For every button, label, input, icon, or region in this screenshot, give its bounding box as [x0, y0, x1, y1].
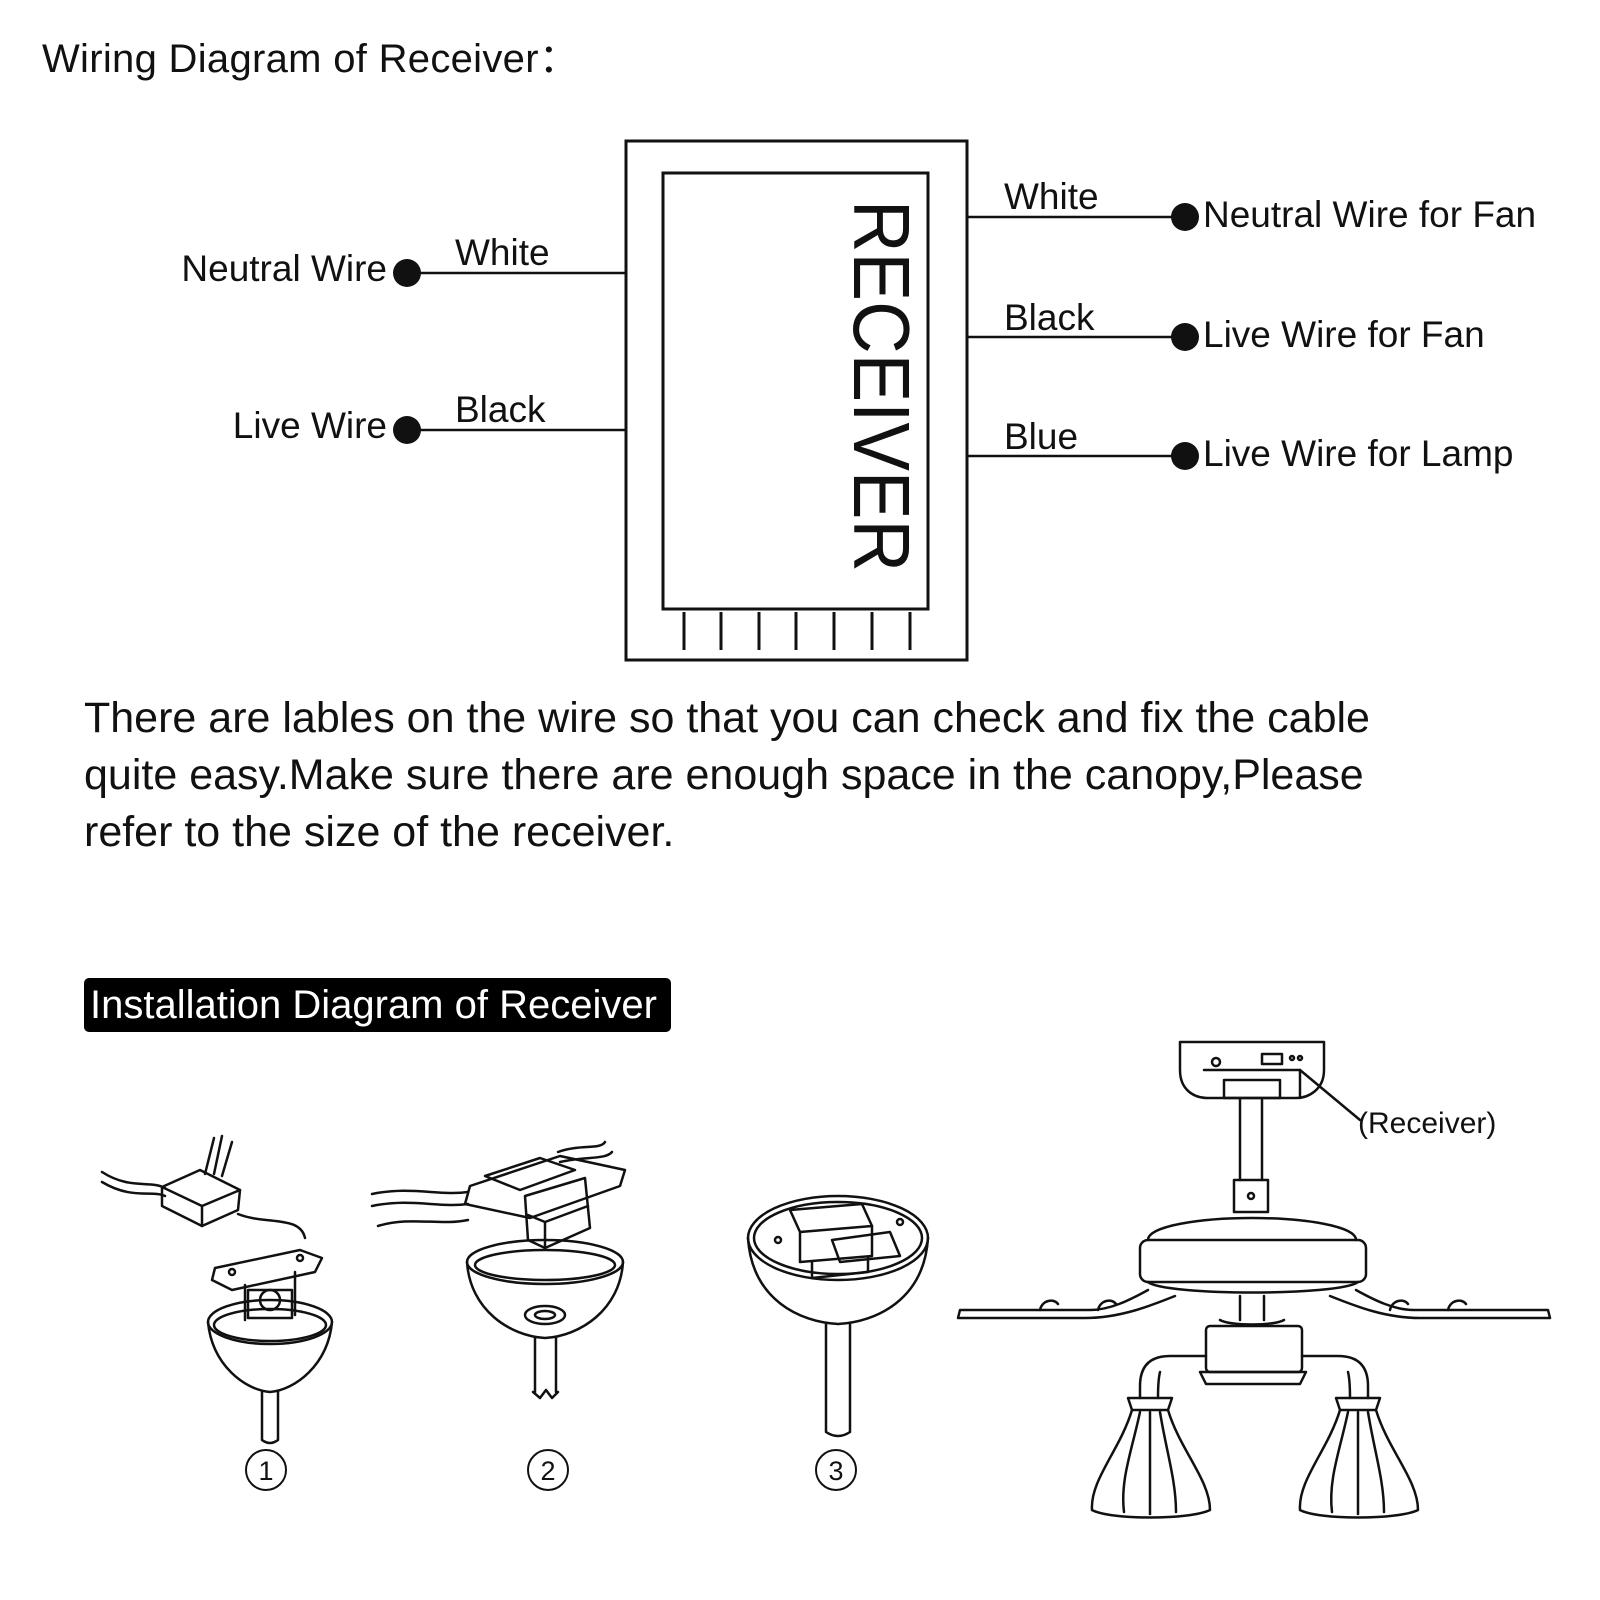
description-line: quite easy.Make sure there are enough sp…: [84, 751, 1364, 799]
description-line: There are lables on the wire so that you…: [84, 694, 1370, 742]
output-wire-color-label: White: [1004, 176, 1099, 217]
step-2-number: 2: [540, 1456, 555, 1486]
ceiling-fan-illustration: [956, 1040, 1552, 1519]
step-1-number: 1: [258, 1456, 273, 1486]
output-wire-live-lamp: Blue Live Wire for Lamp: [967, 416, 1514, 474]
output-wire-neutral-fan: White Neutral Wire for Fan: [967, 176, 1536, 235]
receiver-callout-label: (Receiver): [1358, 1107, 1496, 1140]
step-1-marker: [245, 1449, 287, 1491]
input-terminal-label: Neutral Wire: [181, 248, 387, 289]
wiring-diagram-title: Wiring Diagram of Receiver：: [42, 37, 580, 81]
output-terminal-label: Neutral Wire for Fan: [1203, 194, 1536, 235]
description-line: refer to the size of the receiver.: [84, 808, 675, 856]
terminal-dot: [393, 259, 421, 287]
input-wire-color-label: Black: [455, 389, 546, 430]
step-2-marker: [527, 1449, 569, 1491]
input-terminal-label: Live Wire: [233, 405, 387, 446]
receiver-label: RECEIVER: [837, 200, 926, 572]
output-wire-live-fan: Black Live Wire for Fan: [967, 297, 1485, 355]
output-terminal-label: Live Wire for Fan: [1203, 314, 1485, 355]
step-3-number: 3: [828, 1456, 843, 1486]
terminal-dot: [1171, 442, 1199, 470]
receiver-box: [624, 139, 969, 662]
output-wire-color-label: Black: [1004, 297, 1095, 338]
step-3-marker: [815, 1449, 857, 1491]
input-wire-color-label: White: [455, 232, 550, 273]
input-wire-neutral: Neutral Wire White: [181, 232, 626, 289]
terminal-dot: [1171, 323, 1199, 351]
terminal-dot: [393, 416, 421, 444]
install-step-3-illustration: [746, 1194, 930, 1438]
output-terminal-label: Live Wire for Lamp: [1203, 433, 1514, 474]
install-step-2-illustration: [370, 1140, 627, 1400]
wiring-description: There are lables on the wire so that you…: [84, 690, 1564, 861]
step-markers: [245, 1449, 857, 1491]
receiver-pins: [682, 612, 912, 650]
install-step-1-illustration: [100, 1134, 334, 1445]
output-wire-color-label: Blue: [1004, 416, 1078, 457]
input-wire-live: Live Wire Black: [233, 389, 626, 446]
terminal-dot: [1171, 203, 1199, 231]
installation-diagram-title: Installation Diagram of Receiver: [84, 978, 671, 1032]
